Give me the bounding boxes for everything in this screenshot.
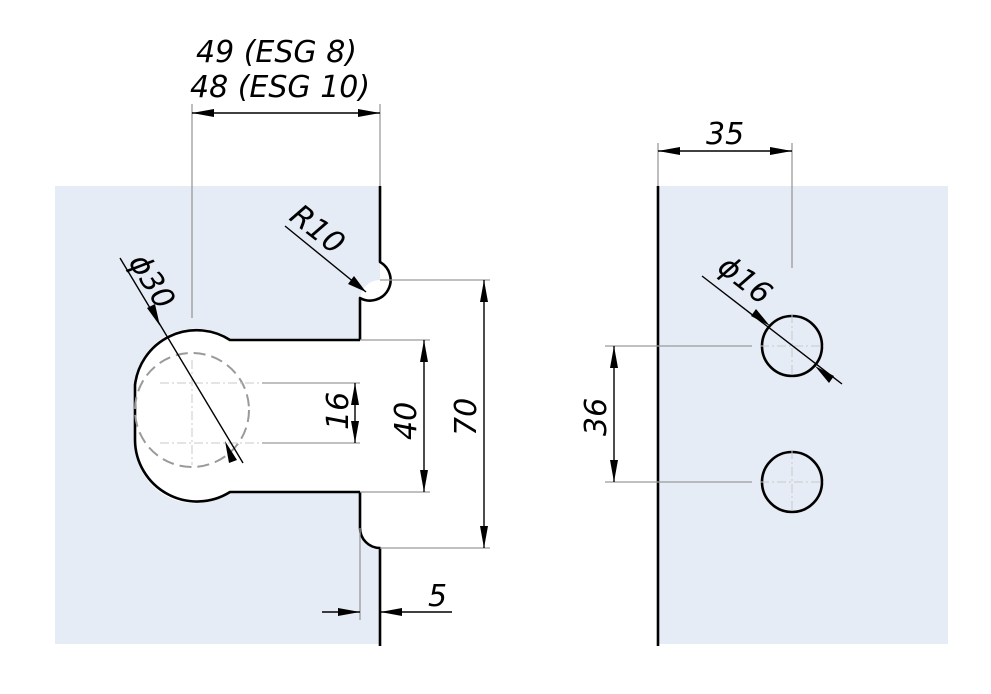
arrow-70-top <box>480 280 488 302</box>
arrow-16-top <box>351 383 359 405</box>
arrow-40-top <box>420 340 428 362</box>
leader-phi16 <box>701 275 843 385</box>
arrow-35-left <box>658 147 680 155</box>
arrow-phi16-top <box>751 309 770 326</box>
dim-text-49: 49 (ESG 8) <box>196 35 357 70</box>
dim-text-5: 5 <box>428 579 447 614</box>
arrow-40-bottom <box>420 470 428 492</box>
arrow-49-right <box>358 109 380 117</box>
left-edge-line-top <box>358 186 392 340</box>
dim-text-36: 36 <box>579 398 614 436</box>
hidden-circle-30 <box>134 352 250 468</box>
arrow-phi16-bottom <box>815 366 834 383</box>
arrow-36-bottom <box>610 460 618 482</box>
arrow-36-top <box>610 346 618 368</box>
cutout-fill <box>134 186 380 548</box>
arrow-phi30-bottom <box>225 441 237 463</box>
dim-text-40: 40 <box>389 402 424 440</box>
arrow-70-bottom <box>480 526 488 548</box>
arrow-5-right <box>380 608 402 616</box>
dim-text-48: 48 (ESG 10) <box>190 70 370 105</box>
arrow-r10 <box>348 276 366 292</box>
right-plate-background <box>658 186 948 644</box>
arrow-49-left <box>192 109 214 117</box>
arrow-phi30-top <box>147 304 160 326</box>
arrow-35-right <box>770 147 792 155</box>
dim-text-70: 70 <box>449 398 484 436</box>
leader-phi30 <box>119 257 244 464</box>
arrow-5-left <box>338 608 360 616</box>
dim-text-16: 16 <box>321 392 356 430</box>
dim-text-35: 35 <box>706 117 744 152</box>
keyhole-outline <box>133 328 360 503</box>
arrow-16-bottom <box>351 421 359 443</box>
